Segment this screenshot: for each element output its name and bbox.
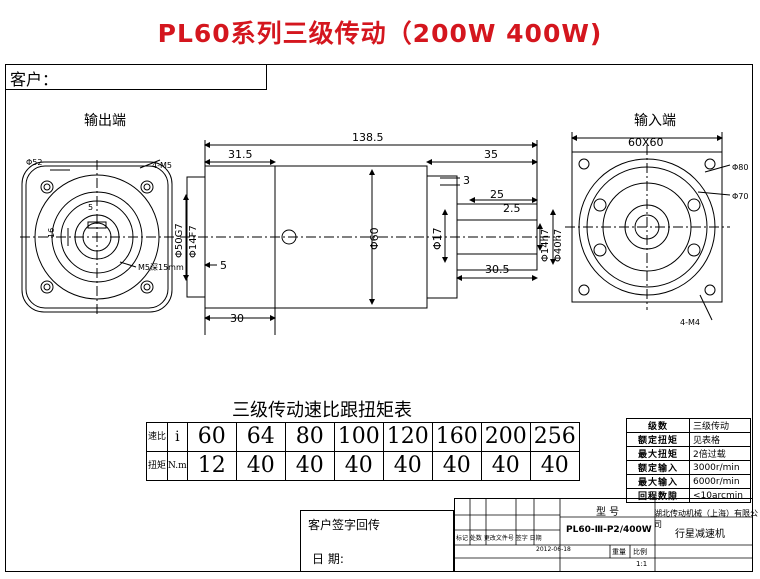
torque-cell: 40: [529, 451, 580, 481]
dim-m5-depth: M5深15mm: [138, 263, 184, 272]
perf-value: 三级传动: [689, 418, 751, 433]
customer-box: [5, 64, 267, 90]
scale-label: 比例: [633, 548, 647, 556]
perf-value: 3000r/min: [689, 460, 751, 475]
title-block-date: 2012-06-18: [536, 546, 571, 553]
dim-phi17: Φ17: [431, 227, 444, 250]
page-title: PL60系列三级传动（200W 400W): [157, 19, 603, 48]
ratio-row: 速比 i 60 64 80 100 120 160 200 256: [146, 422, 580, 452]
perf-value: <10arcmin: [689, 488, 751, 503]
output-end-label: 输出端: [84, 113, 126, 129]
input-end-label: 输入端: [634, 113, 676, 129]
dim-2-5: 2.5: [503, 202, 521, 215]
dim-overall-length: 138.5: [352, 131, 384, 144]
torque-cell: 40: [333, 451, 384, 481]
customer-label: 客户：: [10, 70, 59, 89]
dim-30: 30: [230, 312, 244, 325]
output-end-view: [20, 159, 175, 315]
torque-header: 扭矩: [146, 451, 168, 481]
customer-sign-box: [300, 510, 454, 572]
model-value: PL60-Ⅲ-P2/400W: [566, 525, 652, 535]
dim-phi80: Φ80: [732, 163, 748, 172]
side-view: [180, 140, 560, 335]
torque-cell: 40: [382, 451, 433, 481]
perf-row: 回程数隙<10arcmin: [626, 488, 751, 503]
dim-flange-60x60: 60X60: [628, 136, 664, 149]
ratio-cell: 120: [382, 422, 433, 452]
input-end-view: [565, 132, 731, 321]
perf-key: 额定扭矩: [626, 432, 690, 447]
company-name: 湖北传动机械（上海）有限公司: [654, 509, 758, 529]
torque-cell: 40: [284, 451, 335, 481]
torque-cell: 12: [186, 451, 237, 481]
dim-4-m5: 4-M5: [152, 161, 172, 170]
ratio-cell: 100: [333, 422, 384, 452]
perf-key: 级数: [626, 418, 690, 433]
dim-phi40-h7: Φ40h7: [553, 229, 564, 262]
title-block: [454, 498, 753, 572]
dim-5-left: 5: [220, 259, 227, 272]
dim-phi60: Φ60: [368, 227, 381, 250]
torque-cell: 40: [431, 451, 482, 481]
ratio-header: 速比: [146, 422, 168, 452]
dim-25: 25: [490, 188, 504, 201]
torque-cell: 40: [480, 451, 531, 481]
perf-row: 额定扭矩见表格: [626, 432, 751, 447]
perf-key: 额定输入: [626, 460, 690, 475]
perf-value: 6000r/min: [689, 474, 751, 489]
ratio-cell: 160: [431, 422, 482, 452]
title-block-col-headers: 标记 处数 更改文件号 签字 日期: [456, 535, 542, 542]
scale-value: 1:1: [636, 560, 648, 568]
ratio-cell: 200: [480, 422, 531, 452]
product-name: 行星减速机: [675, 529, 725, 540]
dim-face-5: 5: [88, 203, 93, 212]
dim-phi52: Φ52: [26, 158, 42, 167]
ratio-cell: 64: [235, 422, 286, 452]
dim-phi14-f7: Φ14F7: [188, 225, 199, 258]
ratio-symbol: i: [167, 422, 188, 452]
dim-phi50-g7: Φ50G7: [174, 223, 185, 258]
dim-31-5: 31.5: [228, 148, 253, 161]
torque-table-title: 三级传动速比跟扭矩表: [232, 400, 412, 421]
weight-label: 重量: [612, 548, 626, 556]
dim-4-m4: 4-M4: [680, 318, 700, 327]
torque-table: 速比 i 60 64 80 100 120 160 200 256 扭矩 N.m…: [146, 422, 580, 481]
dim-30-5: 30.5: [485, 263, 510, 276]
dim-phi14-h7: Φ14h7: [540, 229, 551, 262]
date-label: 日 期:: [312, 552, 344, 566]
perf-value: 见表格: [689, 432, 751, 447]
ratio-cell: 60: [186, 422, 237, 452]
customer-sign-label: 客户签字回传: [308, 518, 381, 532]
dim-phi70: Φ70: [732, 192, 748, 201]
perf-row: 级数三级传动: [626, 418, 751, 433]
dim-3: 3: [463, 174, 470, 187]
ratio-cell: 256: [529, 422, 580, 452]
torque-unit: N.m: [167, 451, 188, 481]
torque-row: 扭矩 N.m 12 40 40 40 40 40 40 40: [146, 451, 580, 481]
perf-value: 2倍过载: [689, 446, 751, 461]
perf-key: 最大扭矩: [626, 446, 690, 461]
dim-16: 16: [47, 228, 56, 238]
torque-cell: 40: [235, 451, 286, 481]
ratio-cell: 80: [284, 422, 335, 452]
perf-key: 最大输入: [626, 474, 690, 489]
dim-35: 35: [484, 148, 498, 161]
title-block-grid: [454, 498, 753, 572]
model-label: 型 号: [596, 507, 620, 518]
